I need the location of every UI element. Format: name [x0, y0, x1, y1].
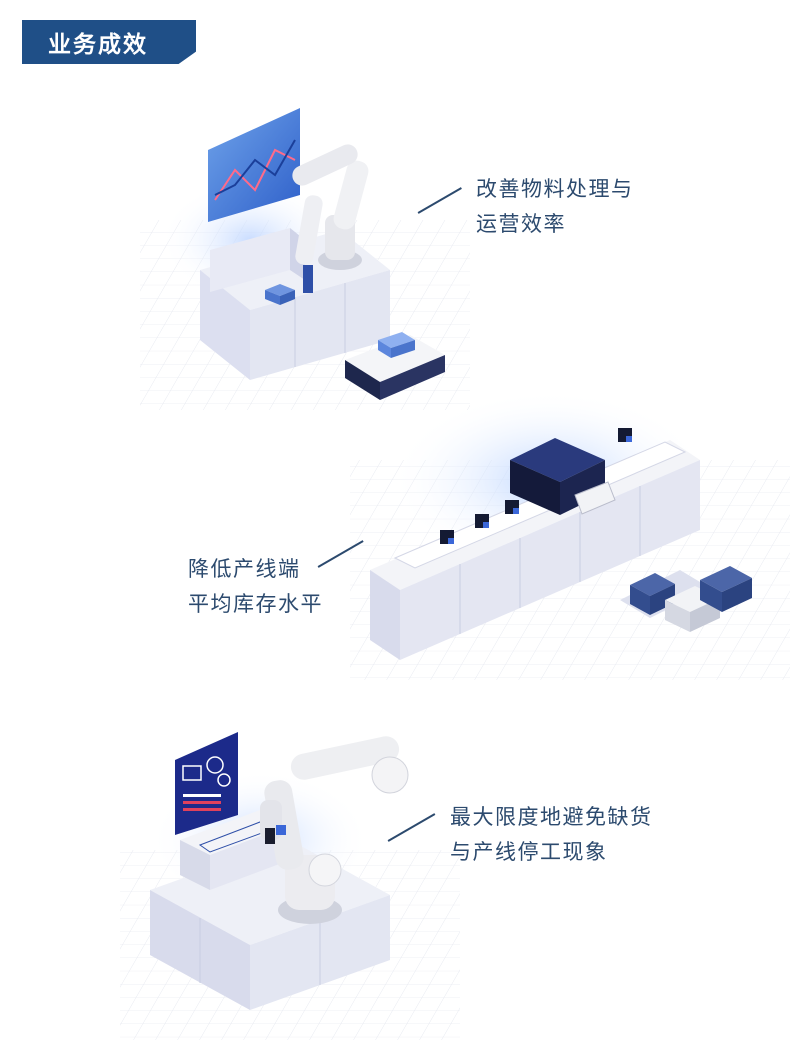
caption-3-line2: 与产线停工现象 — [450, 840, 608, 864]
caption-2: 降低产线端 平均库存水平 — [188, 552, 323, 622]
section-title: 业务成效 — [48, 32, 148, 58]
caption-3: 最大限度地避免缺货 与产线停工现象 — [450, 800, 653, 870]
caption-1: 改善物料处理与 运营效率 — [476, 172, 634, 242]
section-title-banner: 业务成效 — [22, 20, 196, 64]
conveyor-illustration — [350, 390, 790, 680]
robot-workstation-illustration — [120, 732, 460, 1040]
caption-1-line1: 改善物料处理与 — [476, 177, 634, 201]
caption-3-line1: 最大限度地避免缺货 — [450, 805, 653, 829]
robot-arm-illustration — [140, 108, 470, 410]
caption-1-line2: 运营效率 — [476, 212, 566, 236]
caption-2-line2: 平均库存水平 — [188, 592, 323, 616]
caption-2-line1: 降低产线端 — [188, 557, 301, 581]
